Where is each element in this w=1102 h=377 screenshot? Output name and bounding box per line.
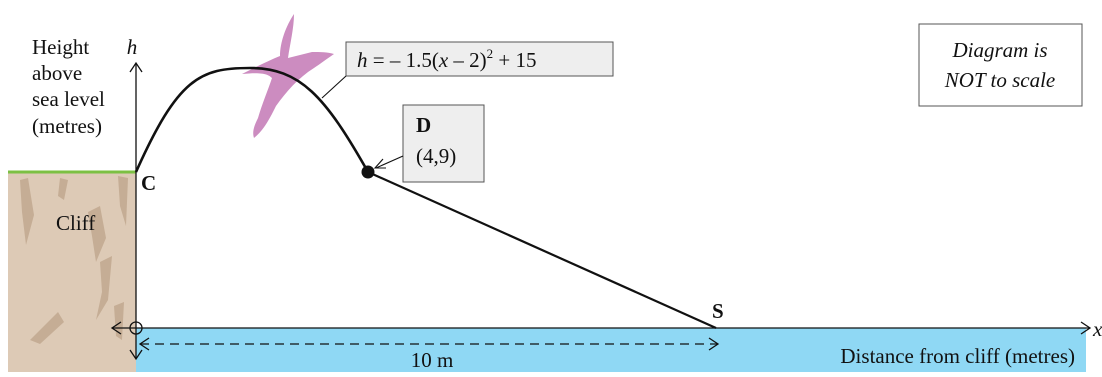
axes [110,61,1092,361]
x-axis-symbol: x [1092,317,1102,341]
equation-text: h = – 1.5(x – 2)2 + 15 [357,46,537,72]
y-axis-label-line: sea level [32,87,105,111]
cliff-cracks [20,176,128,344]
scale-note-line: NOT to scale [944,68,1055,92]
equation-var: x [438,48,449,72]
descent-line [367,170,717,330]
point-c-label: C [141,171,156,195]
point-d-coords: (4,9) [416,144,456,168]
y-axis-label-line: (metres) [32,114,102,138]
scale-note-line: Diagram is [951,38,1047,62]
y-axis-label-line: Height [32,35,89,59]
y-axis-symbol: h [127,35,138,59]
equation-tail: + 15 [493,48,536,72]
trajectory-curve [134,66,370,173]
point-s-label: S [712,299,724,323]
equation-exponent: 2 [487,46,494,61]
equation-leader [321,75,347,99]
point-d-marker [361,165,375,179]
equation-lhs: h [357,48,368,72]
equation-prefix: = – 1.5( [368,48,439,72]
point-d-label: D [416,113,431,137]
x-axis-label: Distance from cliff (metres) [840,344,1075,368]
point-d-pointer [373,155,404,169]
equation-suffix: – 2) [448,48,487,72]
scale-note-box [918,23,1083,107]
y-axis-label: Height above sea level (metres) [32,35,105,138]
equation-box [345,41,614,77]
sea [136,328,1086,372]
distance-marker [138,337,720,351]
cliff-label: Cliff [56,211,95,235]
distance-label: 10 m [411,348,454,372]
point-d-callout [402,104,485,183]
y-axis-label-line: above [32,61,82,85]
